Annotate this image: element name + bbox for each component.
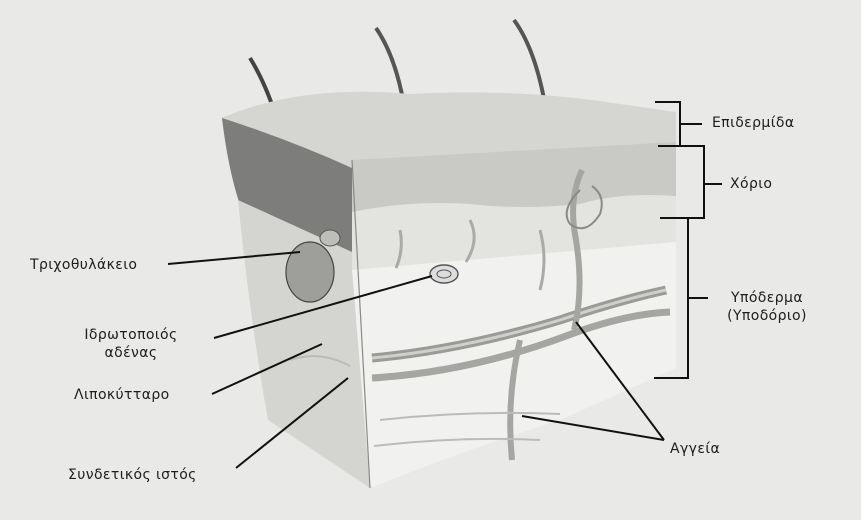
label-sweat-gland-line-2: αδένας <box>56 344 206 362</box>
label-sweat-gland: Ιδρωτοποιός αδένας <box>56 326 206 362</box>
label-connective-tissue: Συνδετικός ιστός <box>68 466 197 484</box>
label-adipocyte: Λιποκύτταρο <box>74 386 170 404</box>
sebaceous-gland <box>320 230 340 246</box>
label-hypodermis-line-1: Υπόδερμα <box>712 289 822 307</box>
label-epidermis: Επιδερμίδα <box>712 114 794 132</box>
label-hypodermis-line-2: (Υποδόριο) <box>712 307 822 325</box>
label-sweat-gland-line-1: Ιδρωτοποιός <box>56 326 206 344</box>
label-hair-follicle: Τριχοθυλάκειο <box>30 256 137 274</box>
label-vessels: Αγγεία <box>670 440 720 458</box>
label-dermis: Χόριο <box>730 175 772 193</box>
label-hypodermis: Υπόδερμα (Υποδόριο) <box>712 289 822 325</box>
sweat-gland-coil <box>430 265 458 283</box>
hair-bulb <box>286 242 334 302</box>
